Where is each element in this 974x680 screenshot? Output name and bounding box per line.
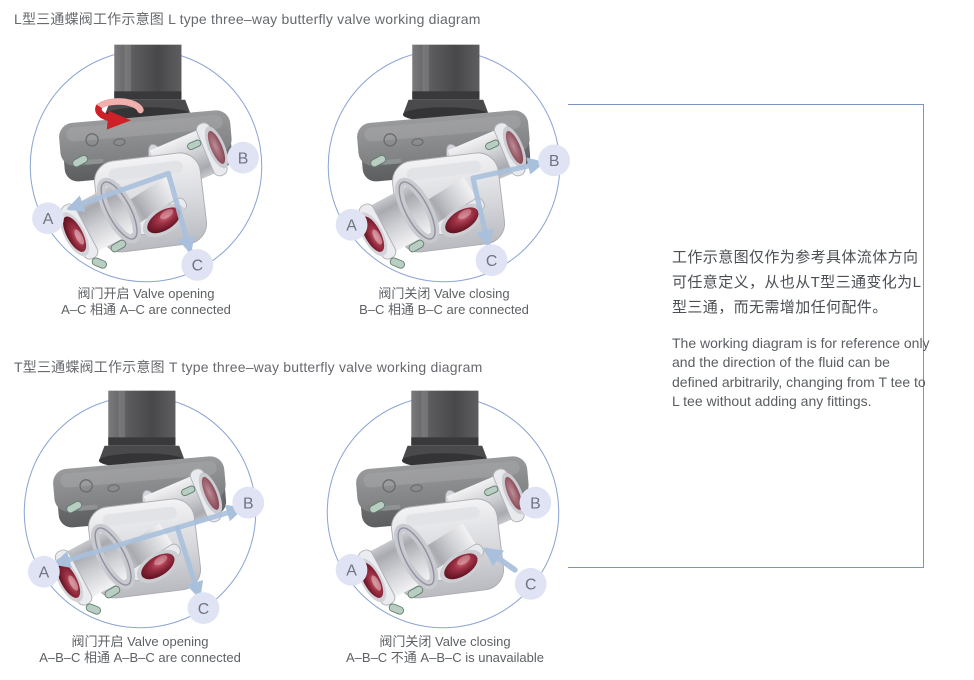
caption-l-opening: 阀门开启 Valve opening A–C 相通 A–C are connec… bbox=[0, 286, 296, 317]
svg-text:A: A bbox=[39, 564, 50, 581]
caption-line-1: 阀门关闭 Valve closing bbox=[379, 634, 511, 649]
valve-illustration bbox=[51, 45, 236, 270]
port-label-c: C bbox=[181, 249, 214, 281]
diagram-t-type-opening: A B C bbox=[23, 372, 265, 629]
section-title-l-type: L型三通蝶阀工作示意图 L type three–way butterfly v… bbox=[14, 11, 481, 27]
valve-illustration bbox=[45, 391, 230, 616]
port-label-b: B bbox=[227, 141, 259, 174]
svg-text:A: A bbox=[346, 563, 357, 580]
port-label-c: C bbox=[514, 568, 547, 600]
diagram-l-type-opening: A B C bbox=[29, 26, 263, 283]
flow-arrow-a-c bbox=[66, 170, 195, 255]
flow-arrow-b-c bbox=[470, 157, 546, 248]
note-block: 工作示意图仅作为参考具体流体方向可任意定义，从也从T型三通变化为L型三通，而无需… bbox=[672, 245, 930, 412]
flow-arrow-c bbox=[174, 525, 204, 600]
flow-arrow-a-b bbox=[52, 504, 245, 568]
svg-text:C: C bbox=[486, 253, 497, 270]
pointer-arrow-c bbox=[482, 547, 518, 573]
caption-line-2: B–C 相通 B–C are connected bbox=[359, 301, 529, 317]
caption-line-2: A–B–C 相通 A–B–C are connected bbox=[39, 649, 241, 665]
caption-line-2: A–C 相通 A–C are connected bbox=[61, 301, 231, 317]
port-label-a: A bbox=[335, 554, 368, 586]
caption-line-1: 阀门开启 Valve opening bbox=[71, 634, 209, 649]
port-label-b: B bbox=[538, 144, 570, 177]
port-label-c: C bbox=[187, 592, 220, 624]
caption-t-opening: 阀门开启 Valve opening A–B–C 相通 A–B–C are co… bbox=[0, 634, 290, 665]
port-label-a: A bbox=[28, 555, 60, 588]
rotation-arrow-icon bbox=[95, 98, 144, 130]
diagram-t-type-closing: A B C bbox=[326, 372, 560, 629]
caption-t-closing: 阀门关闭 Valve closing A–B–C 不通 A–B–C is una… bbox=[295, 634, 595, 665]
valve-illustration bbox=[349, 45, 534, 270]
svg-text:B: B bbox=[243, 495, 254, 512]
caption-l-closing: 阀门关闭 Valve closing B–C 相通 B–C are connec… bbox=[294, 286, 594, 317]
svg-text:B: B bbox=[549, 153, 560, 170]
svg-text:C: C bbox=[525, 577, 536, 594]
svg-text:B: B bbox=[238, 150, 249, 167]
note-chinese: 工作示意图仅作为参考具体流体方向可任意定义，从也从T型三通变化为L型三通，而无需… bbox=[672, 249, 922, 316]
caption-line-1: 阀门开启 Valve opening bbox=[77, 286, 215, 301]
port-label-c: C bbox=[475, 244, 508, 277]
svg-text:C: C bbox=[192, 258, 203, 275]
port-label-a: A bbox=[335, 208, 368, 241]
section-title-t-type: T型三通蝶阀工作示意图 T type three–way butterfly v… bbox=[14, 359, 483, 375]
svg-text:B: B bbox=[530, 495, 541, 512]
svg-text:A: A bbox=[346, 218, 357, 235]
note-english: The working diagram is for reference onl… bbox=[672, 335, 930, 410]
valve-illustration bbox=[348, 391, 533, 616]
svg-text:A: A bbox=[43, 211, 54, 228]
port-label-b: B bbox=[232, 486, 265, 519]
svg-text:C: C bbox=[198, 601, 209, 618]
port-label-b: B bbox=[519, 486, 552, 519]
diagram-l-type-closing: A B C bbox=[327, 26, 570, 283]
caption-line-2: A–B–C 不通 A–B–C is unavailable bbox=[346, 649, 544, 665]
note-bracket bbox=[568, 104, 924, 568]
caption-line-1: 阀门关闭 Valve closing bbox=[378, 286, 510, 301]
port-label-a: A bbox=[32, 202, 64, 235]
